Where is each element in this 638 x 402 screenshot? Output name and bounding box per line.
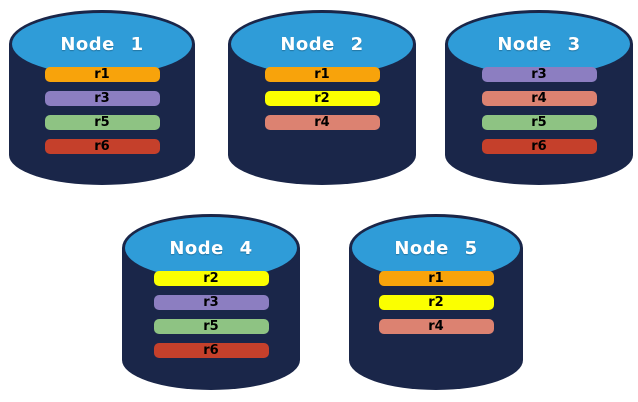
node-2-title: Node 2 bbox=[280, 33, 364, 55]
replica-bar-r4: r4 bbox=[264, 115, 380, 130]
node-1-title: Node 1 bbox=[60, 33, 144, 55]
node-5-cylinder: Node 5 r1 r2 r4 bbox=[349, 214, 523, 390]
node-4-cylinder: Node 4 r2 r3 r5 r6 bbox=[122, 214, 300, 390]
replica-bar-r1: r1 bbox=[378, 271, 494, 286]
replica-bar-r5: r5 bbox=[44, 115, 160, 130]
replica-bar-r5: r5 bbox=[153, 319, 269, 334]
node-2-cylinder: Node 2 r1 r2 r4 bbox=[228, 10, 416, 185]
replica-bar-r5: r5 bbox=[481, 115, 597, 130]
replica-bar-r6: r6 bbox=[153, 343, 269, 358]
node-2-replica-list: r1 r2 r4 bbox=[228, 67, 416, 130]
replica-bar-r3: r3 bbox=[481, 67, 597, 82]
node-5-title: Node 5 bbox=[394, 237, 478, 259]
replica-bar-r4: r4 bbox=[378, 319, 494, 334]
node-2-cylinder-top: Node 2 bbox=[228, 10, 416, 78]
replica-bar-r3: r3 bbox=[153, 295, 269, 310]
replica-bar-r1: r1 bbox=[264, 67, 380, 82]
node-4-replica-list: r2 r3 r5 r6 bbox=[122, 271, 300, 358]
node-5-replica-list: r1 r2 r4 bbox=[349, 271, 523, 334]
node-1-cylinder-top: Node 1 bbox=[9, 10, 195, 78]
node-1-replica-list: r1 r3 r5 r6 bbox=[9, 67, 195, 154]
replica-bar-r2: r2 bbox=[264, 91, 380, 106]
node-3-title: Node 3 bbox=[497, 33, 581, 55]
replica-bar-r6: r6 bbox=[481, 139, 597, 154]
replica-bar-r2: r2 bbox=[378, 295, 494, 310]
replica-bar-r4: r4 bbox=[481, 91, 597, 106]
replica-bar-r3: r3 bbox=[44, 91, 160, 106]
node-4-title: Node 4 bbox=[169, 237, 253, 259]
node-3-replica-list: r3 r4 r5 r6 bbox=[445, 67, 633, 154]
replica-bar-r1: r1 bbox=[44, 67, 160, 82]
node-4-cylinder-top: Node 4 bbox=[122, 214, 300, 282]
node-3-cylinder: Node 3 r3 r4 r5 r6 bbox=[445, 10, 633, 185]
replica-bar-r2: r2 bbox=[153, 271, 269, 286]
node-1-cylinder: Node 1 r1 r3 r5 r6 bbox=[9, 10, 195, 185]
replica-bar-r6: r6 bbox=[44, 139, 160, 154]
